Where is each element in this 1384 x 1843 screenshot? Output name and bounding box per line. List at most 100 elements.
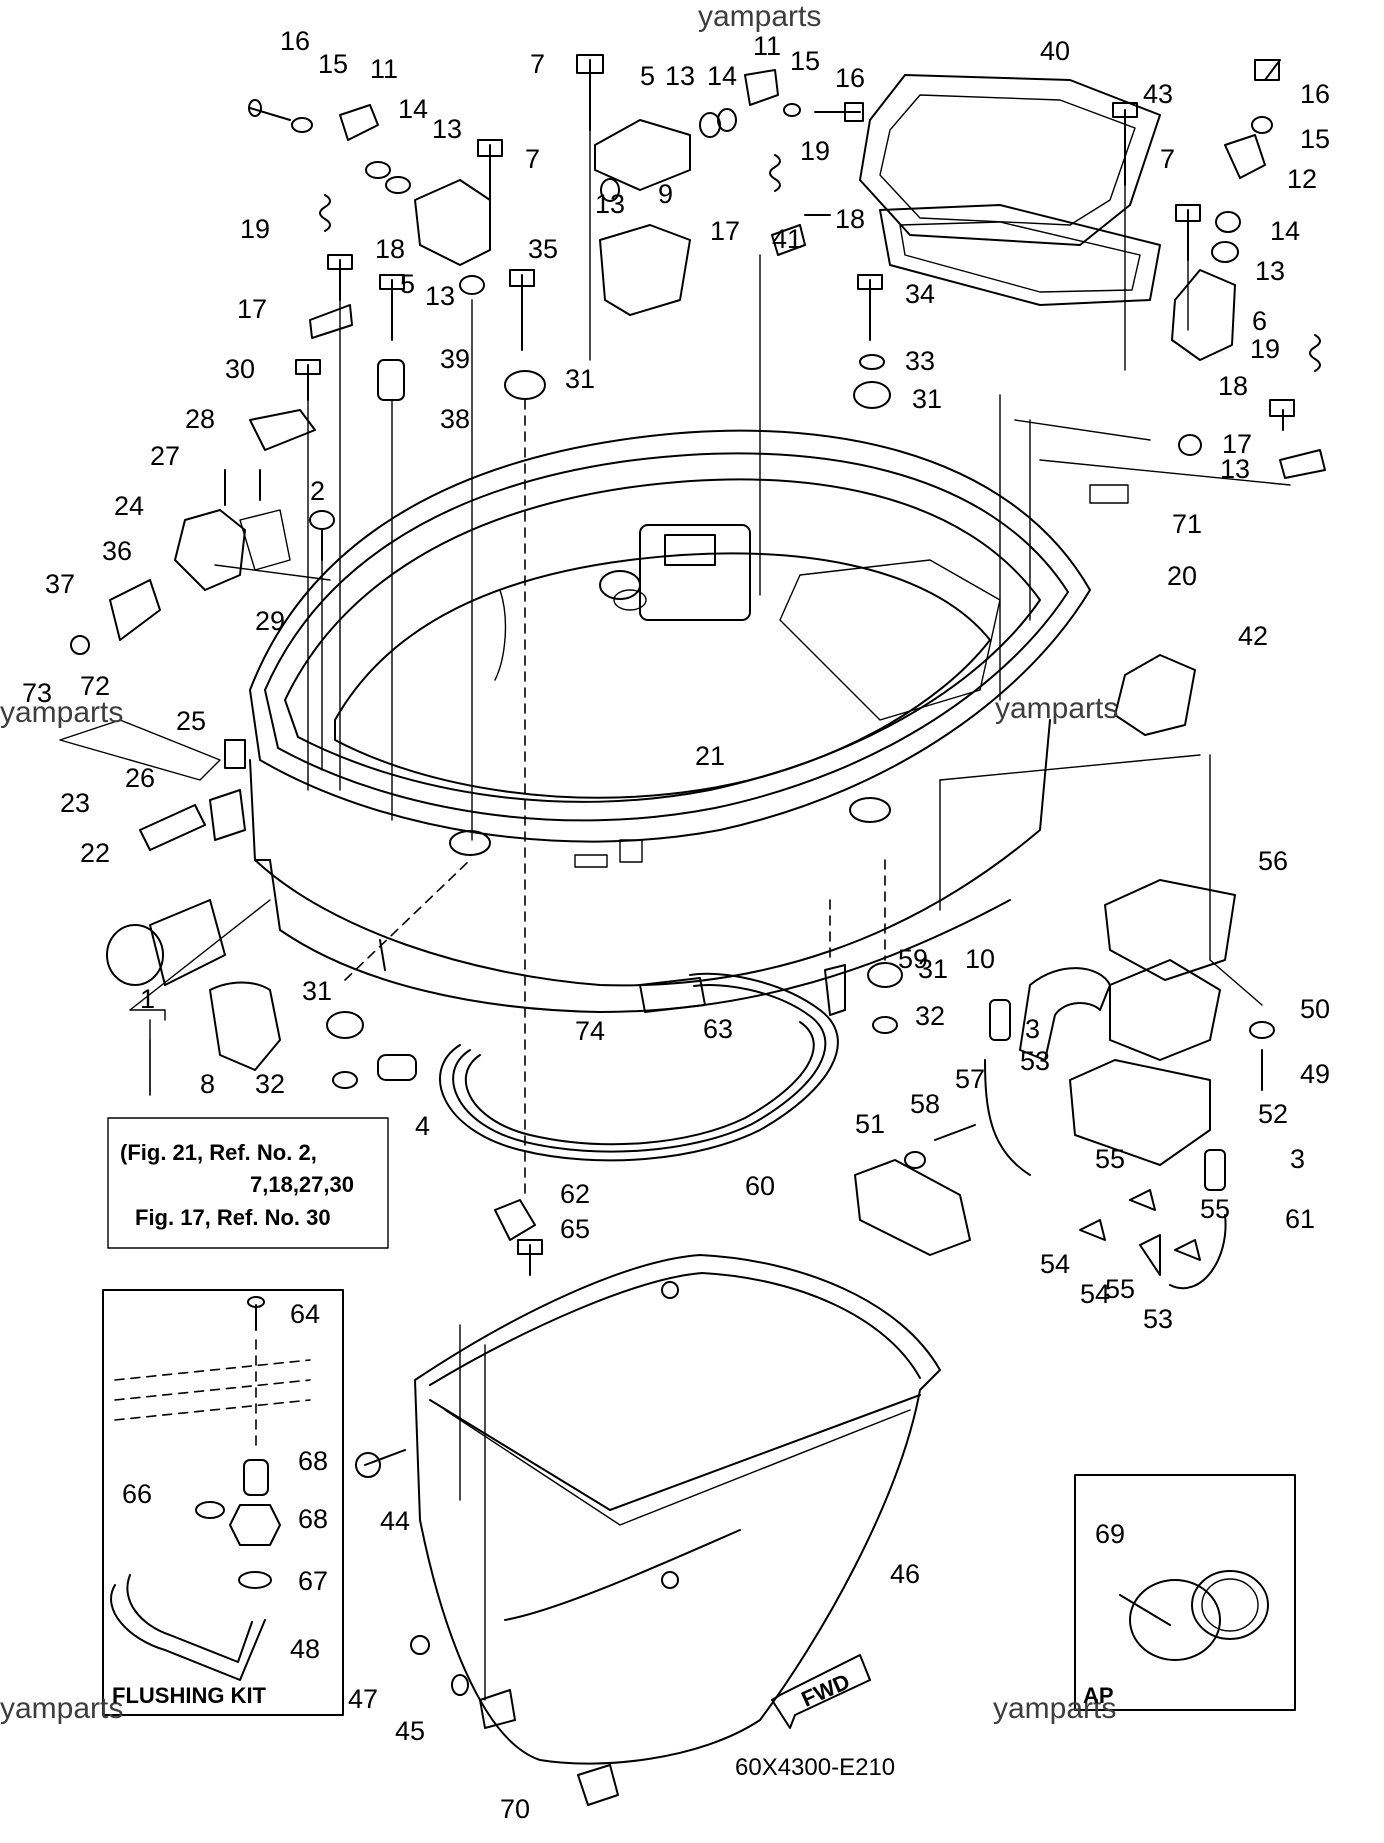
callout-label: 69: [1095, 1519, 1125, 1549]
callout-label: 17: [710, 216, 740, 246]
guide-lines: [129, 129, 1291, 1701]
ap-box: [1074, 1474, 1296, 1711]
callout-label: 65: [560, 1214, 590, 1244]
callout-label: 13: [1220, 454, 1250, 484]
callout-label: 31: [302, 976, 332, 1006]
callout-label: 18: [375, 234, 405, 264]
watermark: yamparts: [0, 1692, 123, 1725]
callout-label: 19: [1250, 334, 1280, 364]
reference-note-line: Fig. 17, Ref. No. 30: [135, 1205, 331, 1230]
watermark: yamparts: [0, 696, 123, 729]
callout-label: 6: [1252, 306, 1267, 336]
callout-label: 16: [280, 26, 310, 56]
callout-label: 32: [915, 1001, 945, 1031]
left-upper-parts: [59, 99, 546, 1089]
callout-label: 20: [1167, 561, 1197, 591]
callout-label: 29: [255, 606, 285, 636]
callout-label: 30: [225, 354, 255, 384]
callout-label: 44: [380, 1506, 410, 1536]
watermark: yamparts: [995, 692, 1118, 725]
callout-label: 9: [658, 179, 673, 209]
callout-label: 16: [1300, 79, 1330, 109]
callout-label: 49: [1300, 1059, 1330, 1089]
callout-label: 8: [200, 1069, 215, 1099]
callout-label: 23: [60, 788, 90, 818]
watermark: yamparts: [698, 0, 821, 33]
callout-label: 53: [1020, 1046, 1050, 1076]
callout-label: 55: [1105, 1274, 1135, 1304]
callout-label: 31: [918, 954, 948, 984]
callout-label: 26: [125, 763, 155, 793]
callout-label: 13: [1255, 256, 1285, 286]
callout-label: 38: [440, 404, 470, 434]
callout-label: 36: [102, 536, 132, 566]
callout-label: 74: [575, 1016, 605, 1046]
callout-label: 3: [1290, 1144, 1305, 1174]
callout-label: 54: [1080, 1279, 1110, 1309]
callout-label: 42: [1238, 621, 1268, 651]
callout-label: 40: [1040, 36, 1070, 66]
callout-label: 13: [665, 61, 695, 91]
callout-label: 15: [1300, 124, 1330, 154]
callout-label: 5: [400, 269, 415, 299]
callout-label: 17: [237, 294, 267, 324]
flushing-kit-box: [102, 1289, 344, 1716]
callout-label: 24: [114, 491, 144, 521]
apron-44: [355, 1254, 941, 1806]
callout-label: 18: [835, 204, 865, 234]
callout-label: 14: [398, 94, 428, 124]
reference-note-line: (Fig. 21, Ref. No. 2,: [120, 1140, 317, 1165]
callout-label: 70: [500, 1794, 530, 1824]
callout-label: 7: [530, 49, 545, 79]
right-cover-parts: [853, 74, 1161, 504]
callout-label: 19: [240, 214, 270, 244]
callout-label: 15: [318, 49, 348, 79]
callout-label: 47: [348, 1684, 378, 1714]
right-upper-parts: [1114, 59, 1326, 736]
callout-label: 7: [1160, 144, 1175, 174]
lower-right-parts: [824, 879, 1275, 1290]
callout-label: 43: [1143, 79, 1173, 109]
callout-label: 45: [395, 1716, 425, 1746]
callout-label: 61: [1285, 1204, 1315, 1234]
gasket-parts: [439, 972, 839, 1276]
callout-label: 46: [890, 1559, 920, 1589]
callout-label: 57: [955, 1064, 985, 1094]
callout-label: 13: [595, 189, 625, 219]
callout-label: 53: [1143, 1304, 1173, 1334]
callout-label: 64: [290, 1299, 320, 1329]
callout-label: 19: [800, 136, 830, 166]
watermark: yamparts: [993, 1692, 1116, 1725]
callout-label: 4: [415, 1111, 430, 1141]
callout-label: 14: [707, 61, 737, 91]
callout-label: 5: [640, 61, 655, 91]
callout-label: 10: [965, 944, 995, 974]
bottom-cowling: [249, 429, 1091, 1013]
callout-label: 35: [528, 234, 558, 264]
callout-label: 60: [745, 1171, 775, 1201]
callout-label: 51: [855, 1109, 885, 1139]
callout-label: 58: [910, 1089, 940, 1119]
callout-label: 55: [1095, 1144, 1125, 1174]
callout-label: 73: [22, 678, 52, 708]
callout-label: 16: [835, 63, 865, 93]
callout-label: 50: [1300, 994, 1330, 1024]
center-upper-parts: [576, 54, 864, 316]
flushing-kit-title: FLUSHING KIT: [112, 1683, 267, 1708]
callout-label: 28: [185, 404, 215, 434]
ap-label: AP: [1083, 1683, 1114, 1708]
callout-label: 7: [525, 144, 540, 174]
callout-label: 22: [80, 838, 110, 868]
callout-label: 13: [425, 281, 455, 311]
callout-label: 72: [80, 671, 110, 701]
callout-label: 21: [695, 741, 725, 771]
callout-label: 12: [1287, 164, 1317, 194]
callout-label: 17: [1222, 429, 1252, 459]
callout-label: 52: [1258, 1099, 1288, 1129]
callout-label: 34: [905, 279, 935, 309]
reference-note-line: 7,18,27,30: [250, 1172, 354, 1197]
callout-label: 2: [310, 476, 325, 506]
callout-label: 18: [1218, 371, 1248, 401]
callout-label: 13: [432, 114, 462, 144]
